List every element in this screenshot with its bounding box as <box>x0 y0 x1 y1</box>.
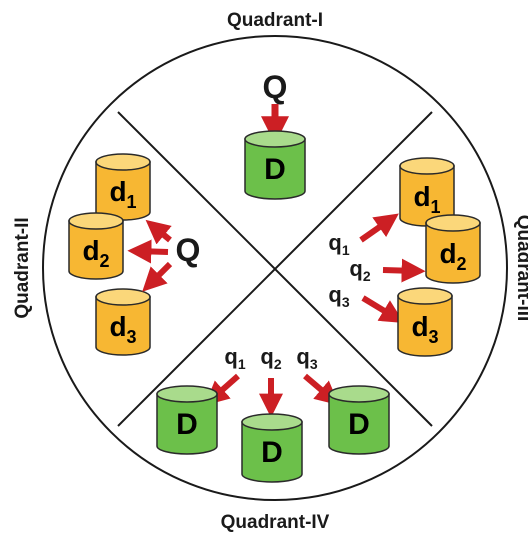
cylinder-body <box>244 138 306 200</box>
query-arrow <box>359 213 399 243</box>
query-label: q3 <box>296 344 317 372</box>
cylinder-label: D <box>348 408 370 441</box>
cylinder-label: d1 <box>413 181 440 217</box>
cylinder-top <box>244 130 306 148</box>
query-label: q1 <box>328 230 349 258</box>
cylinder-label: D <box>264 153 286 186</box>
cylinder-top <box>95 288 151 306</box>
cylinder-label: D <box>176 408 198 441</box>
query-label: q1 <box>224 344 245 372</box>
cylinder-top <box>156 385 218 403</box>
quadrant-ii-label: Quadrant-II <box>12 217 33 318</box>
query-arrow <box>127 239 169 264</box>
cylinder-label: d1 <box>109 176 136 212</box>
cylinder-body <box>156 393 218 455</box>
query-arrow <box>382 258 426 283</box>
database-cylinder: d2 <box>425 214 481 284</box>
database-cylinder: d3 <box>397 287 453 357</box>
query-label: Q <box>263 69 288 105</box>
database-cylinder: d1 <box>399 157 455 227</box>
cylinder-body <box>328 393 390 455</box>
quadrant-iv-label: Quadrant-IV <box>221 512 330 533</box>
query-label: q3 <box>328 282 349 310</box>
quadrant-i: Q D <box>244 69 306 200</box>
cylinder-body <box>95 296 151 356</box>
database-cylinder: D <box>241 413 303 483</box>
cylinder-top <box>425 214 481 232</box>
database-cylinder: d2 <box>68 212 124 280</box>
database-cylinder: D <box>156 385 218 455</box>
query-label: q2 <box>349 256 370 284</box>
quadrant-iii: q1 q2 q3 d1 d2 d3 <box>328 157 481 357</box>
query-arrow <box>303 373 340 406</box>
query-label: Q <box>176 232 201 268</box>
cylinder-label: d3 <box>411 311 438 347</box>
cylinder-top <box>95 153 151 171</box>
cylinder-top <box>399 157 455 175</box>
quadrant-iii-label: Quadrant-III <box>513 215 528 322</box>
database-cylinder: D <box>328 385 390 455</box>
quadrant-i-label: Quadrant-I <box>227 10 323 31</box>
cylinder-body <box>425 222 481 284</box>
database-cylinder: d1 <box>95 153 151 221</box>
quadrant-iv: q1 q2 q3 D D D <box>156 344 390 483</box>
cylinder-top <box>328 385 390 403</box>
divider-line-b <box>117 111 433 427</box>
cylinder-body <box>68 220 124 280</box>
cylinder-label: D <box>261 436 283 469</box>
database-cylinder: d3 <box>95 288 151 356</box>
cylinder-body <box>397 295 453 357</box>
cylinder-label: d2 <box>439 238 466 274</box>
query-label: q2 <box>260 344 281 372</box>
cylinder-body <box>241 421 303 483</box>
cylinder-top <box>397 287 453 305</box>
query-arrow <box>142 261 173 292</box>
cylinder-top <box>241 413 303 431</box>
database-cylinder: D <box>244 130 306 200</box>
cylinder-label: d3 <box>109 311 136 347</box>
query-arrow <box>145 219 172 245</box>
cylinder-label: d2 <box>82 235 109 271</box>
cylinder-top <box>68 212 124 230</box>
quadrant-ii: d1 d2 d3 Q <box>68 153 201 356</box>
query-arrow <box>361 295 405 323</box>
